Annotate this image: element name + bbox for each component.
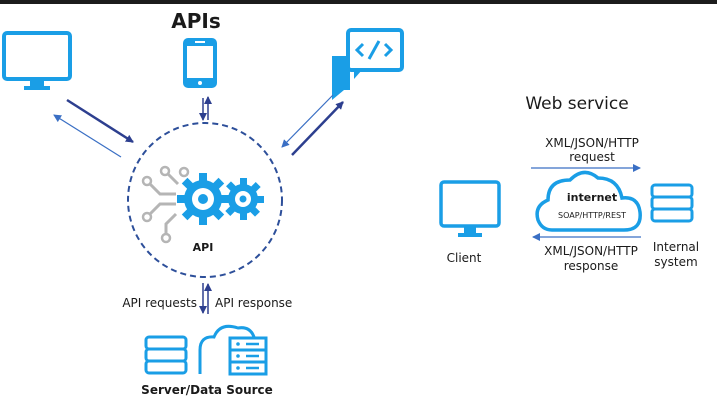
internal-line1: Internal — [653, 240, 699, 254]
api-boundary-circle — [127, 122, 283, 278]
api-response-label: API response — [215, 296, 292, 310]
gear-circuit-icon — [141, 165, 264, 244]
api-requests-label: API requests — [122, 296, 197, 310]
internet-title: internet — [567, 191, 617, 204]
smartphone-icon — [183, 38, 217, 88]
request-line1: XML/JSON/HTTP — [545, 136, 639, 150]
api-label: API — [193, 241, 214, 254]
web-service-heading: Web service — [525, 94, 628, 114]
code-chat-icon — [332, 28, 404, 100]
database-icon — [144, 335, 188, 375]
response-line2: response — [564, 259, 619, 273]
client-label: Client — [447, 251, 482, 265]
request-line2: request — [569, 150, 615, 164]
internal-system-database-icon — [650, 183, 694, 223]
internet-cloud-icon — [535, 170, 642, 232]
client-monitor-icon — [439, 180, 501, 237]
server-data-source-label: Server/Data Source — [141, 383, 273, 397]
cloud-server-icon — [198, 324, 268, 376]
chat-to-api-arrow — [281, 94, 334, 148]
api-to-chat-arrow — [291, 101, 344, 156]
internet-protocols: SOAP/HTTP/REST — [558, 211, 626, 220]
apis-heading: APIs — [171, 9, 220, 33]
internal-line2: system — [654, 255, 697, 269]
api-to-desktop-arrow — [53, 114, 122, 158]
response-line1: XML/JSON/HTTP — [544, 244, 638, 258]
desktop-monitor-icon — [2, 31, 72, 90]
desktop-to-api-arrow — [66, 98, 134, 144]
top-bar — [0, 0, 717, 4]
